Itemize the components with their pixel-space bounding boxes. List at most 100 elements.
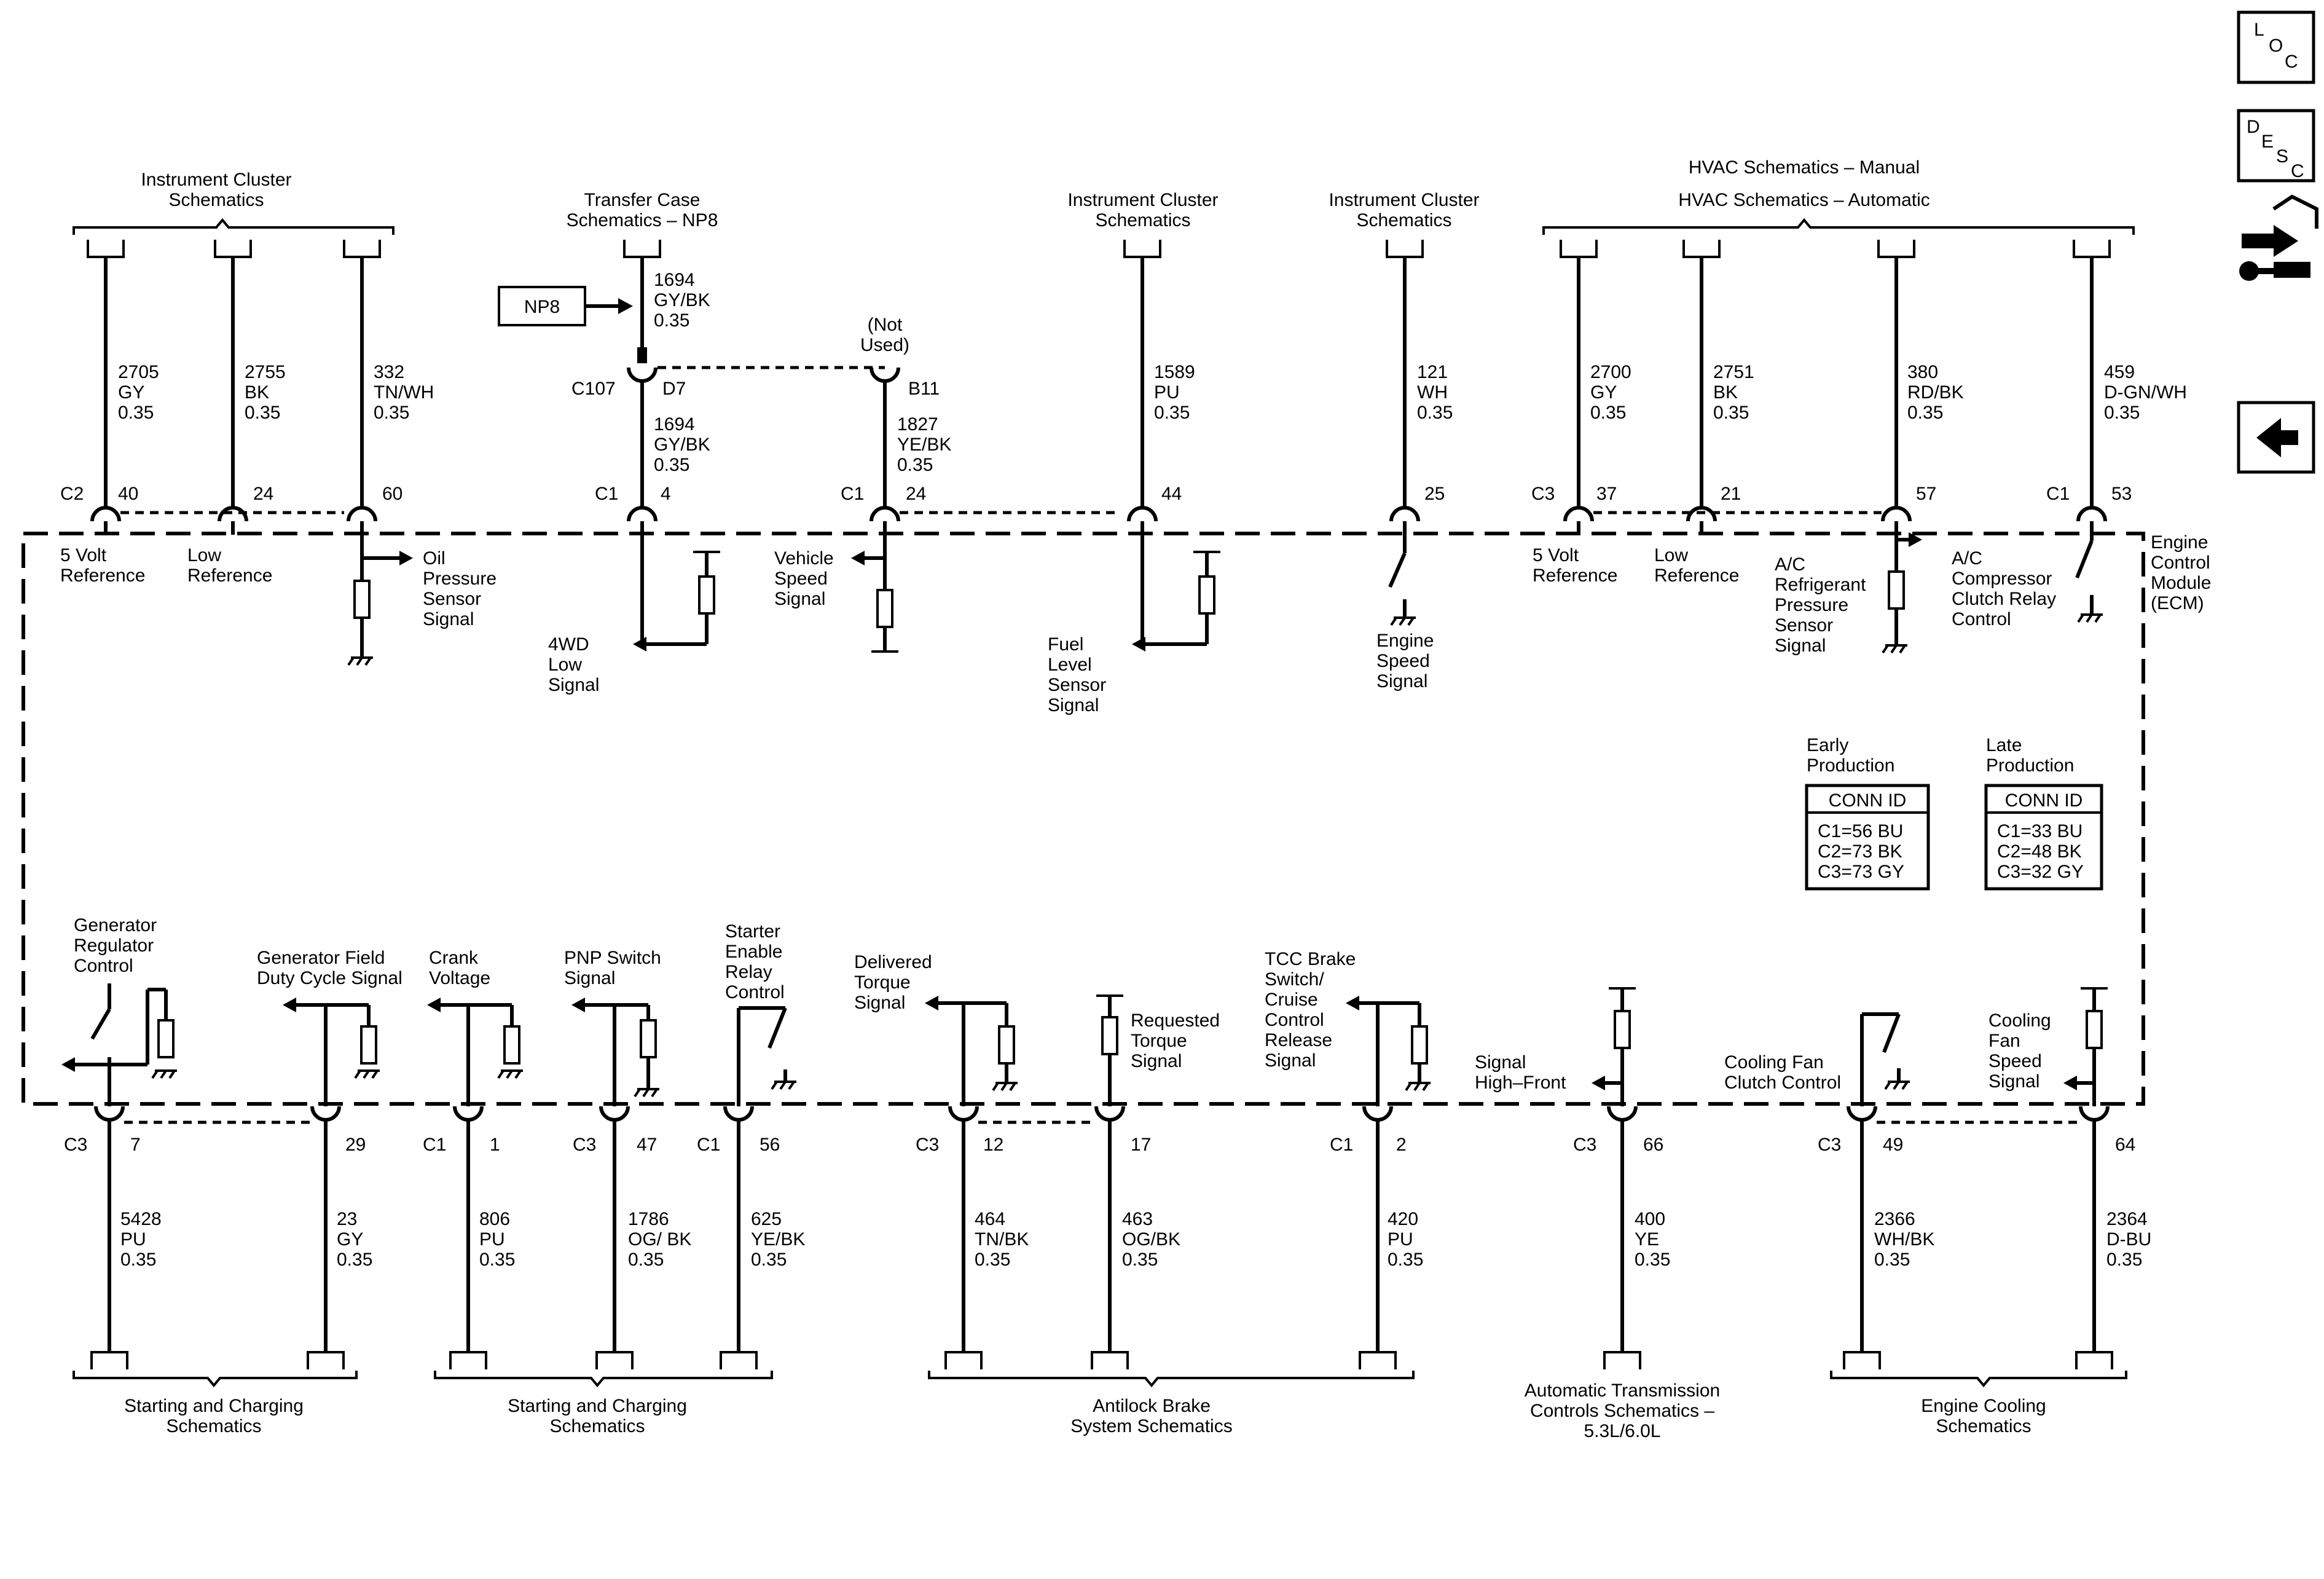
- svg-text:2755: 2755: [245, 362, 286, 382]
- svg-text:PU: PU: [1388, 1229, 1413, 1250]
- svg-text:D-BU: D-BU: [2106, 1229, 2151, 1250]
- svg-text:Early: Early: [1807, 735, 1848, 755]
- svg-text:0.35: 0.35: [374, 403, 409, 423]
- svg-text:System Schematics: System Schematics: [1070, 1416, 1232, 1436]
- svg-text:Sensor: Sensor: [423, 589, 481, 609]
- svg-text:44: 44: [1161, 484, 1182, 504]
- svg-text:C2: C2: [60, 484, 84, 504]
- svg-text:Production: Production: [1807, 755, 1894, 776]
- bwire-464: Delivered Torque Signal C3 12 464 TN/BK …: [854, 952, 1029, 1369]
- svg-text:Regulator: Regulator: [74, 935, 154, 956]
- svg-text:C1: C1: [697, 1135, 720, 1155]
- svg-text:Schematics: Schematics: [549, 1416, 645, 1436]
- loc-icon[interactable]: L O C: [2237, 10, 2315, 84]
- wire-332: 332 TN/WH 0.35 60 Oil Pressure Sensor Si…: [343, 240, 497, 666]
- svg-text:Used): Used): [860, 335, 909, 355]
- svg-text:Reference: Reference: [1654, 565, 1739, 586]
- svg-text:Schematics: Schematics: [1356, 210, 1451, 230]
- svg-text:24: 24: [253, 484, 273, 504]
- svg-text:Control: Control: [1952, 609, 2011, 629]
- bwire-806: Crank Voltage C1 1 806 PU 0.35: [423, 948, 523, 1369]
- svg-text:Cooling: Cooling: [1988, 1010, 2051, 1031]
- svg-text:WH: WH: [1417, 382, 1448, 403]
- svg-text:7: 7: [130, 1135, 141, 1155]
- svg-text:0.35: 0.35: [1154, 403, 1190, 423]
- svg-text:Oil: Oil: [423, 548, 446, 569]
- svg-text:Reference: Reference: [187, 565, 272, 586]
- group-engine-cooling[interactable]: Engine Cooling Schematics: [1830, 1371, 2127, 1436]
- svg-text:0.35: 0.35: [337, 1250, 372, 1270]
- svg-text:HVAC Schematics – Automatic: HVAC Schematics – Automatic: [1678, 190, 1930, 210]
- svg-text:Automatic Transmission: Automatic Transmission: [1525, 1380, 1720, 1401]
- svg-text:C3=73 GY: C3=73 GY: [1818, 862, 1904, 882]
- svg-text:Fan: Fan: [1988, 1031, 2020, 1051]
- svg-text:C: C: [2285, 52, 2298, 72]
- svg-text:Schematics: Schematics: [1936, 1416, 2031, 1436]
- svg-text:RD/BK: RD/BK: [1907, 382, 1964, 403]
- svg-text:Signal: Signal: [854, 993, 905, 1013]
- svg-text:Instrument Cluster: Instrument Cluster: [141, 170, 291, 190]
- svg-text:66: 66: [1643, 1135, 1663, 1155]
- group-instrument-cluster-mid[interactable]: Instrument Cluster Schematics: [1067, 190, 1218, 230]
- group-hvac[interactable]: HVAC Schematics – Manual HVAC Schematics…: [1542, 157, 2135, 235]
- svg-text:Instrument Cluster: Instrument Cluster: [1329, 190, 1479, 210]
- svg-text:BK: BK: [1713, 382, 1738, 403]
- svg-text:A/C: A/C: [1775, 554, 1805, 575]
- svg-text:57: 57: [1916, 484, 1936, 504]
- svg-text:GY: GY: [1590, 382, 1617, 403]
- svg-text:0.35: 0.35: [628, 1250, 664, 1270]
- group-instrument-cluster-right[interactable]: Instrument Cluster Schematics: [1329, 190, 1479, 230]
- svg-text:0.35: 0.35: [897, 455, 933, 475]
- group-transfer-case[interactable]: Transfer Case Schematics – NP8: [567, 190, 718, 230]
- svg-text:Pressure: Pressure: [423, 569, 497, 589]
- bwire-23: Generator Field Duty Cycle Signal 29 23 …: [257, 948, 402, 1369]
- connector-repair-icon[interactable]: [2239, 194, 2318, 281]
- svg-text:5428: 5428: [120, 1209, 162, 1229]
- svg-text:TN/WH: TN/WH: [374, 382, 434, 403]
- bwire-420: TCC Brake Switch/ Cruise Control Release…: [1265, 949, 1431, 1369]
- svg-text:2364: 2364: [2106, 1209, 2148, 1229]
- svg-text:Low: Low: [187, 545, 221, 565]
- wire-380: 380 RD/BK 0.35 57 A/C Refrigerant Pressu…: [1775, 240, 1964, 656]
- group-instrument-cluster-left[interactable]: Instrument Cluster Schematics: [73, 170, 395, 235]
- svg-text:60: 60: [382, 484, 402, 504]
- svg-text:17: 17: [1131, 1135, 1151, 1155]
- svg-text:(Not: (Not: [868, 315, 903, 335]
- svg-text:0.35: 0.35: [1907, 403, 1943, 423]
- svg-text:YE/BK: YE/BK: [751, 1229, 805, 1250]
- svg-text:Schematics: Schematics: [1095, 210, 1190, 230]
- np8-box[interactable]: [498, 286, 586, 326]
- wire-1589: 1589 PU 0.35 44 Fuel Level Sensor Signal: [1048, 240, 1220, 715]
- svg-text:0.35: 0.35: [751, 1250, 787, 1270]
- group-antilock-brake[interactable]: Antilock Brake System Schematics: [928, 1371, 1415, 1436]
- svg-text:Engine: Engine: [2151, 532, 2208, 553]
- svg-text:Controls Schematics –: Controls Schematics –: [1530, 1401, 1714, 1421]
- svg-text:2705: 2705: [118, 362, 159, 382]
- group-starting-charging-1[interactable]: Starting and Charging Schematics: [73, 1371, 358, 1436]
- wire-1827: (Not Used) B11 1827 YE/BK 0.35 C1 24 Veh…: [774, 315, 951, 653]
- bwire-463: Requested Torque Signal 17 463 OG/BK 0.3…: [1091, 994, 1220, 1369]
- svg-text:C107: C107: [571, 379, 616, 399]
- svg-text:1: 1: [490, 1135, 500, 1155]
- svg-text:Voltage: Voltage: [429, 968, 490, 988]
- svg-text:L: L: [2254, 20, 2264, 40]
- desc-icon[interactable]: D E S C: [2237, 109, 2315, 183]
- svg-text:Clutch Relay: Clutch Relay: [1952, 589, 2056, 609]
- svg-text:0.35: 0.35: [245, 403, 280, 423]
- group-auto-trans[interactable]: Automatic Transmission Controls Schemati…: [1525, 1380, 1720, 1441]
- svg-text:Signal: Signal: [423, 609, 474, 629]
- back-arrow-icon[interactable]: [2237, 401, 2315, 474]
- svg-text:C1=56 BU: C1=56 BU: [1818, 821, 1903, 841]
- svg-text:12: 12: [983, 1135, 1003, 1155]
- svg-text:Control: Control: [1265, 1010, 1324, 1030]
- svg-text:25: 25: [1424, 484, 1445, 504]
- svg-text:4: 4: [661, 484, 671, 504]
- svg-text:332: 332: [374, 362, 404, 382]
- svg-text:23: 23: [337, 1209, 357, 1229]
- svg-text:Signal: Signal: [548, 675, 599, 695]
- bwire-2366: Cooling Fan Clutch Control C3 49 2366 WH…: [1724, 1012, 1934, 1369]
- svg-text:806: 806: [479, 1209, 510, 1229]
- svg-text:0.35: 0.35: [1713, 403, 1749, 423]
- svg-text:Signal: Signal: [1775, 636, 1826, 656]
- group-starting-charging-2[interactable]: Starting and Charging Schematics: [434, 1371, 773, 1436]
